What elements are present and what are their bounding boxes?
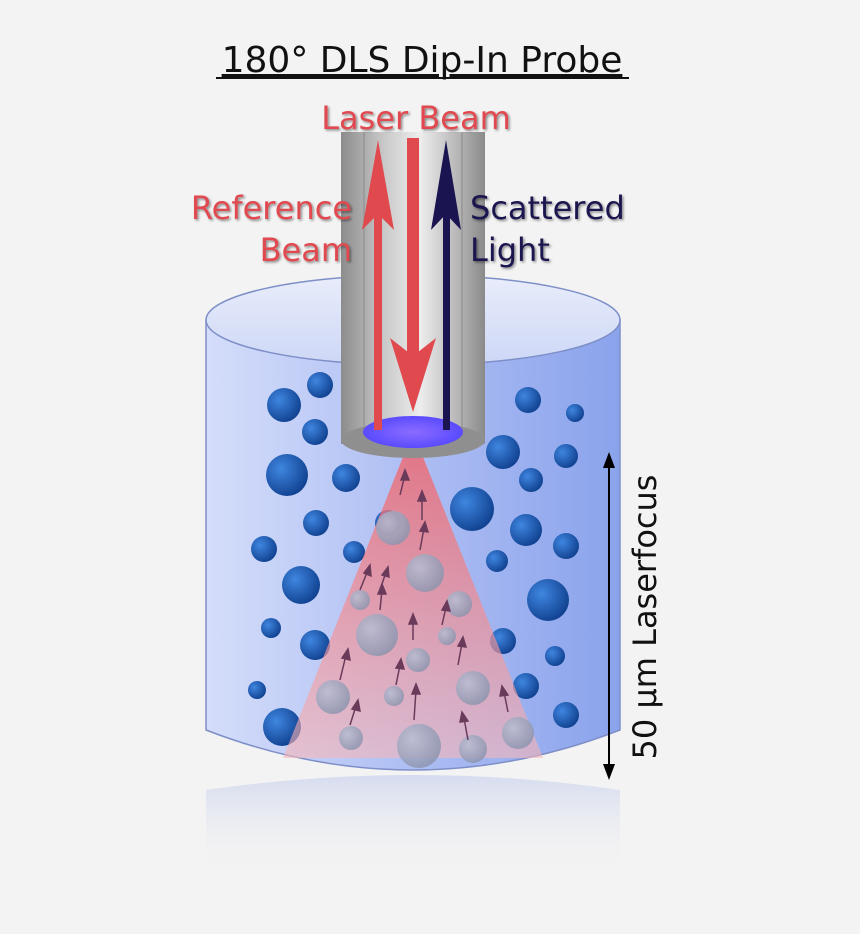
particle (553, 702, 579, 728)
particle-in-beam (446, 591, 472, 617)
diagram-title: 180° DLS Dip-In Probe (222, 40, 623, 81)
particle (343, 541, 365, 563)
scatter-arrow (413, 689, 417, 721)
dimension-arrow-top (603, 452, 615, 468)
particle (450, 487, 494, 531)
reference-beam-label-line1: Reference (191, 189, 352, 227)
particle (527, 579, 569, 621)
particle-in-beam (406, 554, 444, 592)
scatter-arrow-head (456, 635, 468, 648)
particle (545, 646, 565, 666)
particle-in-beam (406, 648, 430, 672)
particle (282, 566, 320, 604)
particle (566, 404, 584, 422)
particle-in-beam (438, 627, 456, 645)
particle (266, 454, 308, 496)
particle (307, 372, 333, 398)
scatter-arrow-head (380, 565, 390, 579)
particle (267, 388, 301, 422)
scatter-arrow-head (410, 681, 422, 695)
particle-in-beam (350, 590, 370, 610)
particle (261, 618, 281, 638)
particle-in-beam (356, 614, 398, 656)
particle (515, 387, 541, 413)
particle (332, 464, 360, 492)
particle-in-beam (502, 717, 534, 749)
reference-beam-label-line2: Beam (260, 231, 352, 269)
scattered-light-label-line1: Scattered (470, 189, 625, 227)
scatter-arrow-head (362, 562, 372, 578)
laser-beam-arrowhead (390, 338, 436, 412)
particle (263, 708, 301, 746)
scatter-arrows (339, 467, 510, 741)
scatter-arrow-head (350, 698, 361, 713)
scatter-arrow-head (416, 488, 428, 502)
particle-in-beam (339, 726, 363, 750)
particle-in-beam (397, 724, 441, 768)
particle (513, 673, 539, 699)
scatter-arrow-head (499, 684, 510, 697)
scatter-arrow-head (407, 611, 419, 625)
laser-beam-label: Laser Beam (321, 99, 511, 137)
laserfocus-dimension (603, 452, 615, 780)
scatter-arrow-head (340, 647, 351, 662)
scatter-arrow-head (418, 520, 430, 533)
particle-in-beam (316, 680, 350, 714)
laserfocus-label: 50 µm Laserfocus (626, 475, 664, 760)
particle-in-beam (376, 511, 410, 545)
scatter-arrow-head (376, 581, 388, 595)
particle-in-beam (459, 735, 487, 763)
illuminated-particles (316, 511, 534, 768)
particle (519, 468, 543, 492)
reference-beam-line (374, 185, 382, 430)
particle (300, 630, 330, 660)
particle (303, 510, 329, 536)
probe-window (363, 416, 463, 448)
scatter-arrow-head (394, 657, 406, 670)
particle (486, 435, 520, 469)
particle-in-beam (456, 671, 490, 705)
particle-in-beam (384, 686, 404, 706)
laser-beam-line (407, 138, 419, 383)
particle (251, 536, 277, 562)
particle (248, 681, 266, 699)
particles (248, 372, 584, 746)
scatter-arrow-head (399, 467, 411, 481)
cylinder-reflection (206, 775, 620, 875)
scatter-arrow-head (459, 710, 470, 723)
dimension-arrow-bottom (603, 764, 615, 780)
scattered-light-line (443, 185, 450, 430)
particle (553, 533, 579, 559)
scattered-light-arrowhead (431, 140, 461, 230)
particle (486, 550, 508, 572)
scattered-light-label-line2: Light (470, 231, 550, 269)
particle (510, 514, 542, 546)
particle (302, 419, 328, 445)
scatter-arrow-head (440, 599, 452, 612)
reference-beam-arrowhead (362, 140, 394, 230)
particle (554, 444, 578, 468)
